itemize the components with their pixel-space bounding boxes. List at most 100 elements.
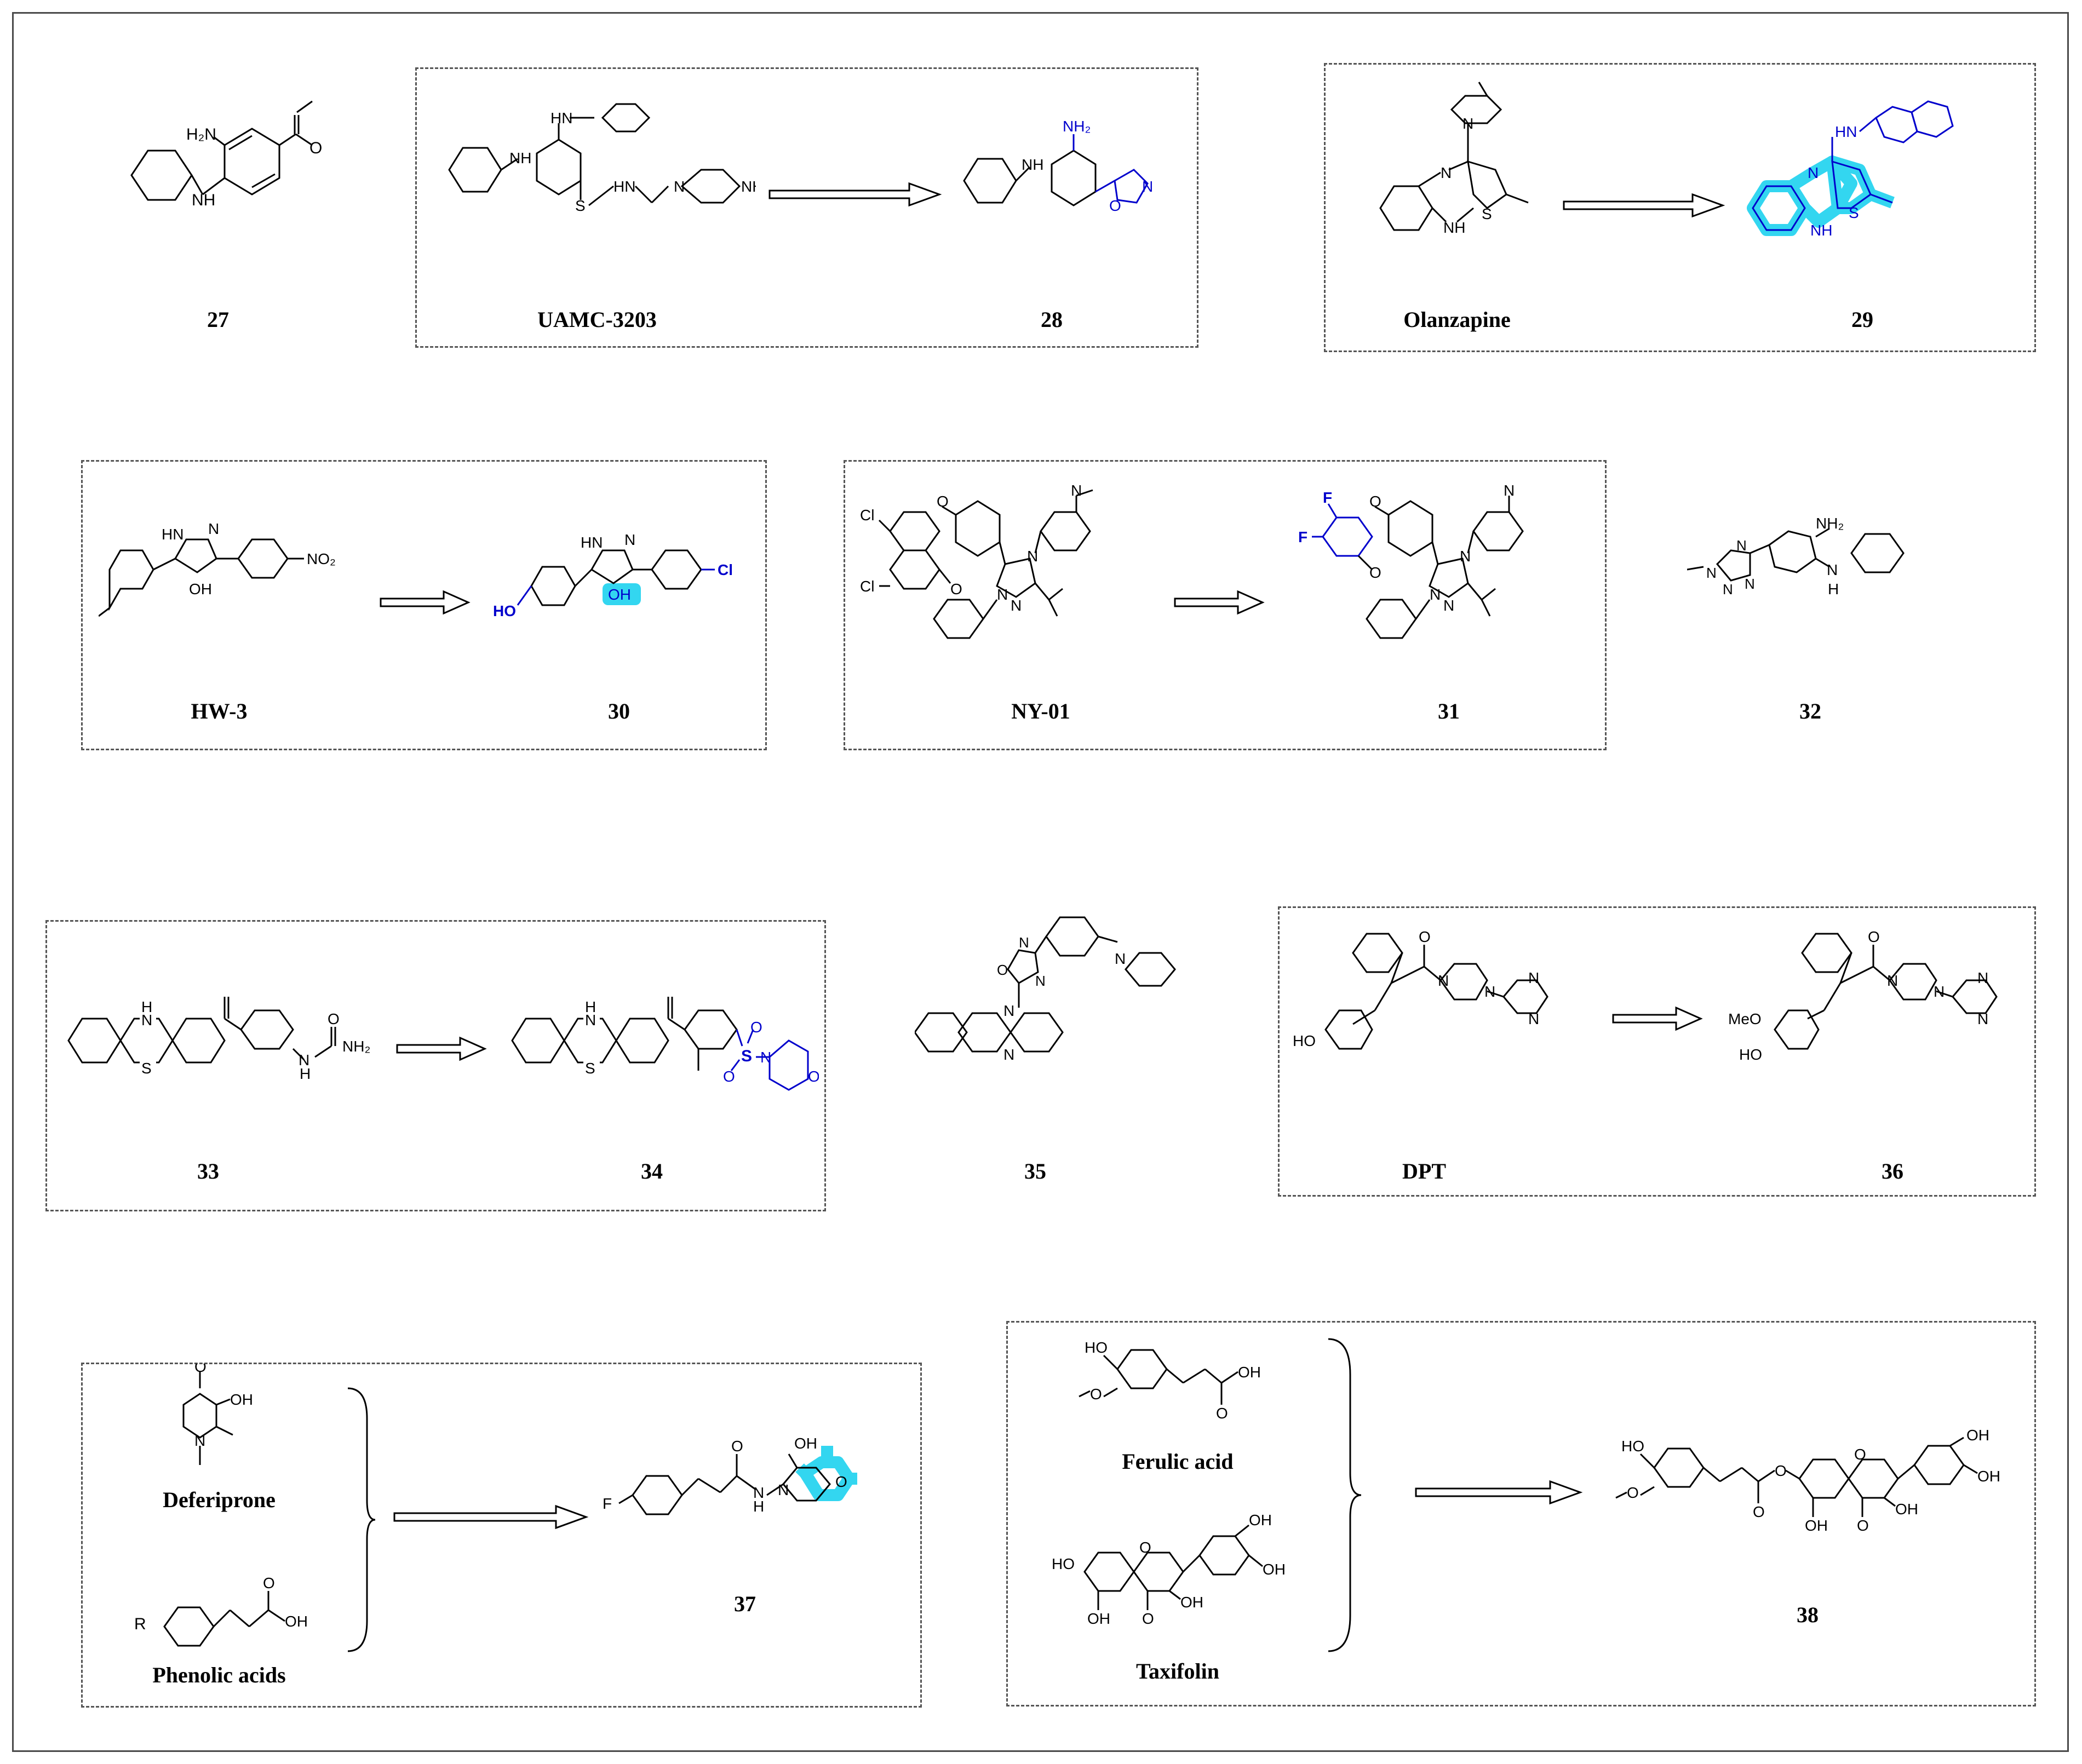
atom-o: O (750, 1019, 762, 1036)
atom-o: O (1369, 564, 1381, 581)
atom-o: O (1216, 1405, 1228, 1422)
atom-ho: HO (1621, 1438, 1644, 1455)
atom-ho: HO (1739, 1046, 1762, 1063)
atom-h2n: H₂N (186, 125, 216, 143)
atom-r: R (134, 1615, 146, 1633)
atom-n: N (1827, 561, 1838, 578)
atom-nh: NH (1443, 219, 1465, 236)
atom-n: N (1003, 1002, 1014, 1019)
structure-34: H N S S O O N O (511, 997, 819, 1091)
structure-36: O N N N N MeO HO (1728, 928, 1998, 1063)
atom-no2: NO₂ (307, 550, 336, 567)
arrow-ny01-to-31 (1174, 590, 1265, 615)
atom-n: N (1808, 164, 1819, 181)
atom-nh: NH (741, 178, 756, 195)
atom-oh: OH (189, 581, 212, 597)
label-ny-01: NY-01 (1011, 699, 1070, 723)
label-31: 31 (1438, 699, 1460, 723)
atom-o: O (937, 493, 949, 510)
label-hw-3: HW-3 (191, 699, 248, 723)
arrow-to-37 (393, 1504, 589, 1530)
atom-ho: HO (493, 602, 516, 619)
atom-h: H (753, 1498, 764, 1515)
atom-oh: OH (230, 1391, 253, 1408)
atom-h: H (1828, 581, 1839, 597)
atom-oh: OH (1895, 1501, 1918, 1518)
atom-hn: HN (162, 526, 183, 543)
label-taxifolin: Taxifolin (1136, 1659, 1219, 1683)
atom-s: S (575, 197, 586, 214)
atom-nh: NH (192, 191, 215, 209)
structure-33: H N S N H O NH₂ (67, 997, 370, 1082)
atom-oh: OH (1238, 1364, 1261, 1381)
atom-n: N (1887, 972, 1898, 989)
atom-n: N (1977, 969, 1988, 986)
atom-n: N (1504, 482, 1515, 499)
atom-o: O (1627, 1484, 1639, 1501)
atom-n: N (1027, 548, 1038, 565)
label-dpt: DPT (1402, 1159, 1446, 1183)
atom-o: O (997, 962, 1008, 978)
atom-f: F (1298, 528, 1307, 545)
atom-oh: OH (1180, 1594, 1203, 1611)
atom-o: O (194, 1364, 207, 1375)
atom-o: O (1142, 1610, 1154, 1627)
atom-o: O (1775, 1462, 1787, 1479)
label-33: 33 (197, 1159, 219, 1183)
panel-hw3-to-30 (81, 460, 767, 750)
atom-n: N (997, 586, 1008, 603)
label-29: 29 (1851, 307, 1873, 332)
label-35: 35 (1024, 1159, 1046, 1183)
panel-deferiprone-phenolic-to-37 (81, 1363, 922, 1708)
atom-oh: OH (285, 1613, 308, 1630)
atom-n: N (194, 1432, 205, 1449)
label-phenolic-acids: Phenolic acids (152, 1663, 286, 1687)
brace-right-group (1328, 1338, 1362, 1652)
atom-s: S (1849, 204, 1859, 221)
atom-f: F (1323, 489, 1332, 506)
atom-o: O (1090, 1386, 1102, 1403)
atom-n: N (778, 1481, 789, 1498)
atom-n: N (1977, 1010, 1988, 1027)
atom-n: N (1430, 586, 1441, 603)
atom-o: O (808, 1068, 819, 1085)
structure-ferulic-acid: HO O O OH (1079, 1339, 1261, 1422)
atom-oh: OH (794, 1435, 817, 1452)
atom-n: N (624, 531, 635, 548)
atom-n: N (1441, 164, 1452, 181)
atom-n: N (1011, 597, 1022, 614)
structure-31: F F O O N N N N (1298, 482, 1524, 639)
atom-o: O (1109, 197, 1121, 214)
label-uamc-3203: UAMC-3203 (537, 307, 657, 332)
atom-s: S (1482, 205, 1492, 222)
label-30: 30 (608, 699, 630, 723)
atom-oh: OH (1966, 1429, 1989, 1444)
atom-oh: OH (1805, 1517, 1828, 1534)
structure-32: N N N N NH₂ N H (1687, 515, 1905, 597)
atom-o: O (1369, 493, 1381, 510)
atom-n: N (1736, 537, 1747, 554)
atom-h: H (141, 998, 152, 1015)
atom-hn: HN (581, 534, 603, 551)
structure-28: NH NH₂ O N (963, 118, 1153, 214)
arrow-hw3-to-30 (380, 590, 471, 615)
atom-h: H (300, 1065, 311, 1082)
atom-cl: Cl (718, 561, 733, 578)
atom-o: O (835, 1473, 847, 1490)
atom-o: O (1854, 1446, 1866, 1463)
atom-hn: HN (550, 110, 572, 127)
atom-n: N (1460, 548, 1471, 565)
atom-nh2: NH₂ (342, 1038, 370, 1055)
atom-o: O (1753, 1503, 1765, 1520)
structure-phenolic-acids: R O OH (134, 1575, 308, 1647)
atom-nh: NH (509, 150, 531, 166)
structure-27: H₂N NH O (130, 100, 322, 209)
structure-taxifolin: HO O OH OH OH O OH (1052, 1512, 1286, 1627)
atom-n: N (1706, 565, 1717, 581)
atom-n: N (760, 1049, 771, 1066)
structure-hw-3: HN N OH NO₂ (99, 520, 336, 617)
structure-deferiprone: O OH N (182, 1364, 253, 1465)
arrow-uamc-to-28 (768, 182, 942, 207)
structure-30: HO HN N OH Cl (493, 531, 733, 619)
atom-f: F (603, 1495, 612, 1512)
